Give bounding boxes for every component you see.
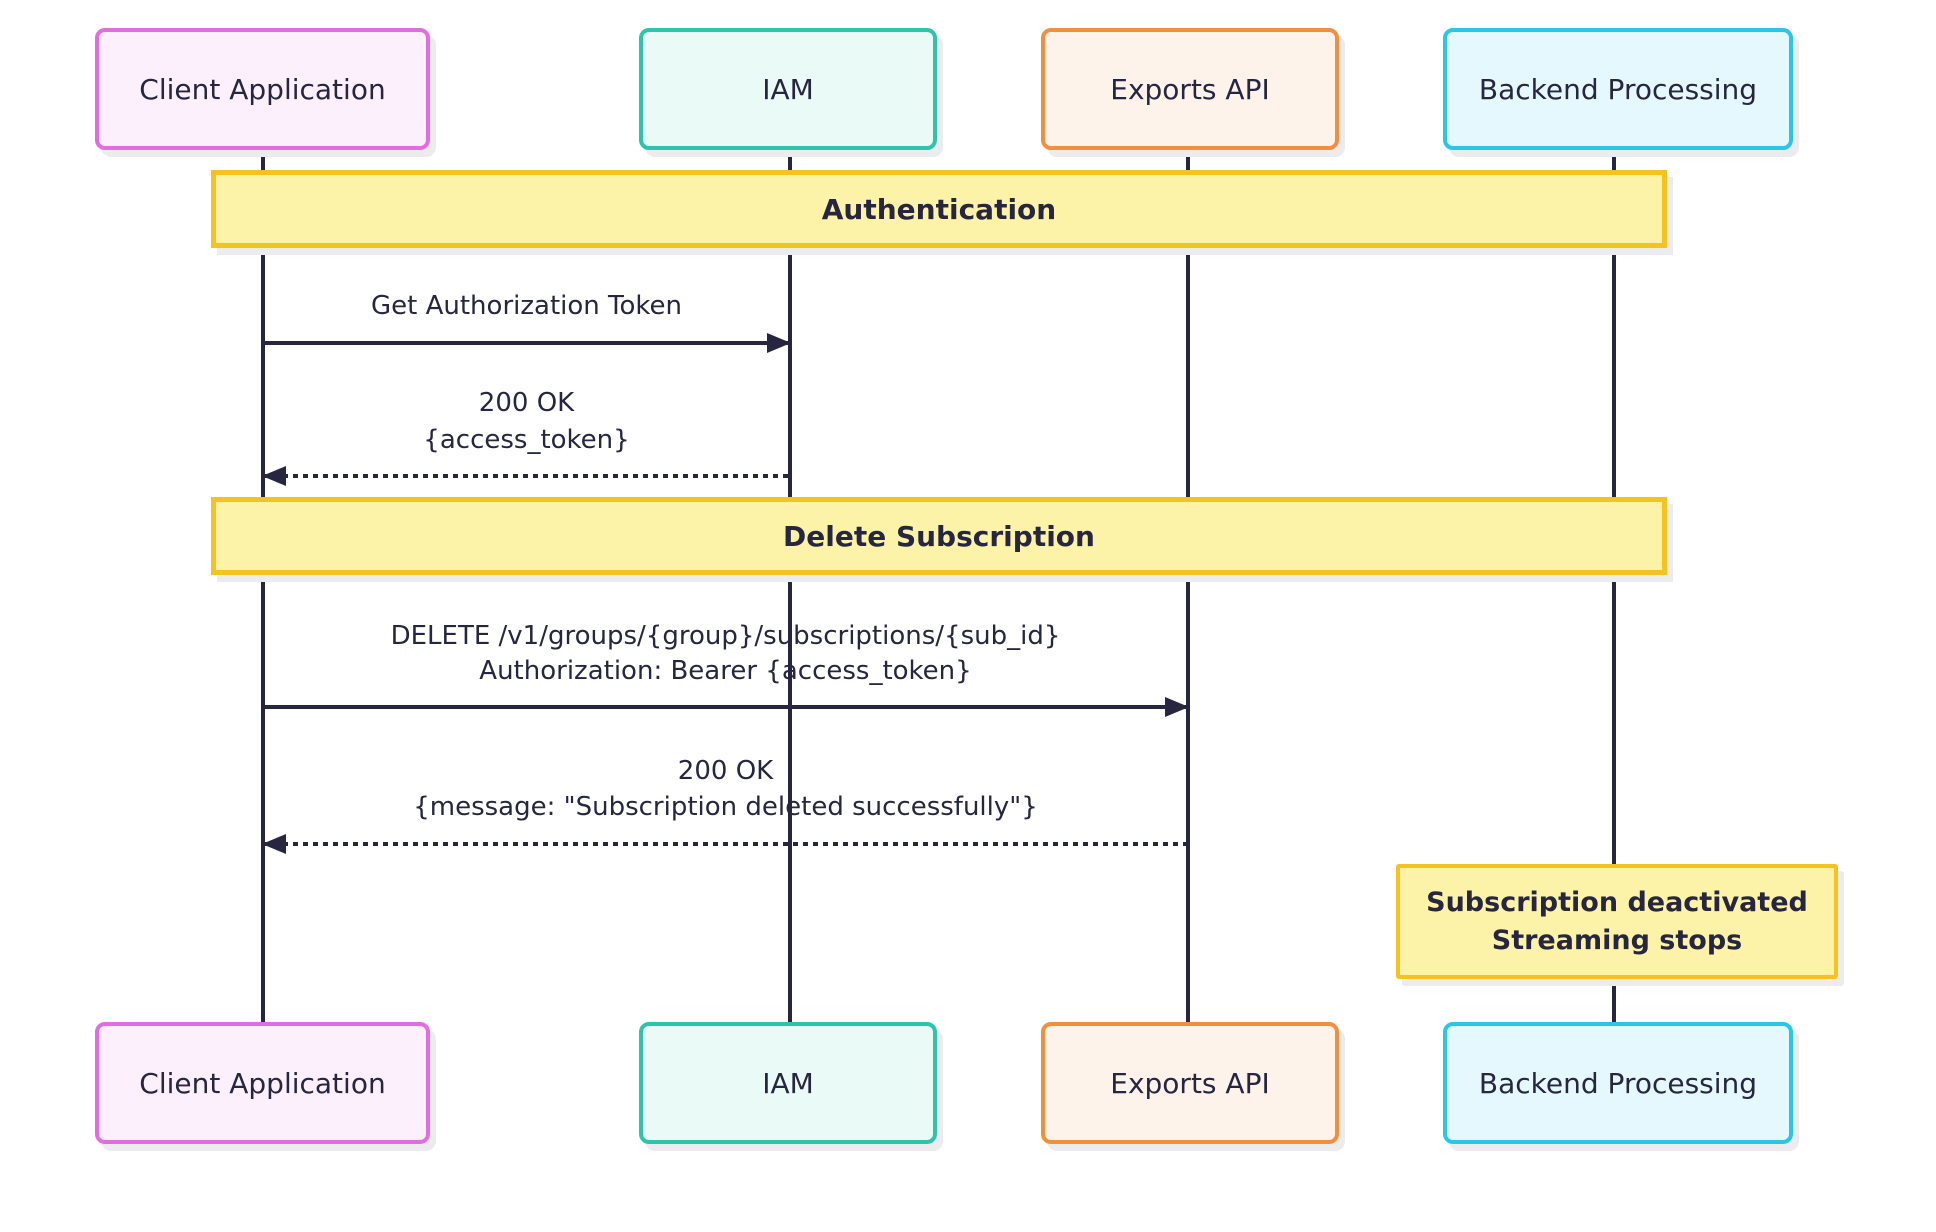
actor-label: Exports API [1110, 1066, 1270, 1100]
actor-client-application-bottom: Client Application [95, 1022, 430, 1144]
actor-label: IAM [762, 1066, 814, 1100]
actor-label: Backend Processing [1478, 1066, 1758, 1100]
message-line: Get Authorization Token [371, 291, 682, 321]
section-band-delete-subscription: Delete Subscription [211, 497, 1667, 575]
actor-label: Backend Processing [1478, 72, 1758, 106]
message-line: Authorization: Bearer {access_token} [479, 656, 972, 686]
note-line: Streaming stops [1491, 924, 1743, 956]
section-title: Authentication [821, 192, 1057, 226]
message-token-response-label: 200 OK {access_token} [263, 385, 790, 459]
note-backend-processing: Subscription deactivated Streaming stops [1396, 864, 1838, 979]
actor-exports-api-bottom: Exports API [1041, 1022, 1339, 1144]
actor-iam-bottom: IAM [639, 1022, 937, 1144]
actor-exports-api-top: Exports API [1041, 28, 1339, 150]
actor-backend-processing-top: Backend Processing [1443, 28, 1793, 150]
message-get-token-arrow [263, 333, 791, 353]
message-delete-response-label: 200 OK {message: "Subscription deleted s… [263, 753, 1188, 825]
message-line: 200 OK [677, 756, 774, 786]
message-delete-response-arrow [262, 834, 1188, 854]
message-line: DELETE /v1/groups/{group}/subscriptions/… [390, 621, 1061, 651]
message-get-token-label: Get Authorization Token [263, 288, 790, 324]
lifeline-backend-processing [1612, 148, 1616, 1026]
section-title: Delete Subscription [783, 519, 1095, 553]
arrowhead-right-icon [767, 333, 791, 353]
lifeline-exports-api [1186, 148, 1190, 1026]
message-token-response-arrow [262, 466, 790, 486]
lifeline-iam [788, 148, 792, 1026]
actor-label: Client Application [139, 72, 386, 106]
message-delete-request-label: DELETE /v1/groups/{group}/subscriptions/… [263, 619, 1188, 689]
note-line: Subscription deactivated [1426, 886, 1808, 918]
actor-label: Client Application [139, 1066, 386, 1100]
message-delete-request-arrow [263, 697, 1189, 717]
actor-iam-top: IAM [639, 28, 937, 150]
message-line: {message: "Subscription deleted successf… [413, 792, 1038, 822]
actor-label: Exports API [1110, 72, 1270, 106]
message-line: {access_token} [423, 425, 630, 455]
actor-client-application-top: Client Application [95, 28, 430, 150]
arrowhead-right-icon [1165, 697, 1189, 717]
section-band-authentication: Authentication [211, 170, 1667, 248]
actor-backend-processing-bottom: Backend Processing [1443, 1022, 1793, 1144]
lifeline-client-application [261, 148, 265, 1026]
actor-label: IAM [762, 72, 814, 106]
arrowhead-left-icon [262, 466, 286, 486]
message-line: 200 OK [478, 388, 575, 418]
arrowhead-left-icon [262, 834, 286, 854]
